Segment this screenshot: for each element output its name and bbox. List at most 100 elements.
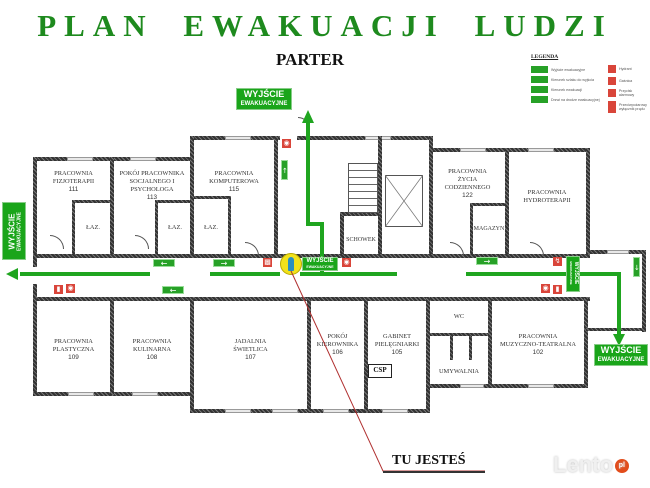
alarm-button-icon: ◉ bbox=[66, 284, 75, 293]
arrow-up-icon bbox=[302, 110, 314, 123]
evacuation-direction-icon bbox=[531, 86, 548, 93]
wall bbox=[430, 384, 588, 388]
wall bbox=[378, 136, 382, 257]
power-switch-icon bbox=[608, 101, 616, 113]
elevator-shaft bbox=[385, 175, 423, 227]
wall bbox=[505, 148, 509, 257]
pointer-underline bbox=[383, 471, 485, 473]
window bbox=[460, 148, 486, 152]
floor-label: PARTER bbox=[275, 50, 345, 69]
hydrant-icon bbox=[608, 65, 616, 73]
wall bbox=[33, 254, 590, 258]
wall bbox=[190, 297, 194, 412]
wall bbox=[584, 297, 588, 387]
wall bbox=[586, 328, 646, 331]
evacuation-route-center-left bbox=[210, 272, 280, 276]
hydrant-icon: ▩ bbox=[263, 258, 272, 267]
wall bbox=[426, 297, 430, 412]
fire-extinguisher-icon: ▮ bbox=[54, 285, 63, 294]
direction-sign-left-lower: ← bbox=[162, 286, 184, 295]
wall bbox=[110, 297, 114, 395]
arrow-left-icon bbox=[6, 268, 18, 280]
wall bbox=[642, 250, 646, 332]
wall bbox=[73, 200, 110, 203]
exit-sign-top: WYJŚCIE EWAKUACYJNE bbox=[236, 88, 292, 110]
evacuation-route-jog-down bbox=[320, 222, 324, 274]
evacuation-route-up bbox=[306, 123, 310, 225]
direction-sign-up: ↑ bbox=[281, 160, 288, 180]
window bbox=[607, 250, 629, 254]
arrow-down-icon bbox=[613, 334, 625, 346]
you-are-here-marker bbox=[280, 253, 302, 275]
window bbox=[323, 409, 349, 413]
legend-item-evac-door: Drzwi na drodze ewakuacyjnej bbox=[531, 96, 600, 103]
exit-sign-bottom-right: WYJŚCIE EWAKUACYJNE bbox=[594, 344, 648, 366]
alarm-button-icon bbox=[608, 89, 616, 97]
wall bbox=[33, 284, 37, 297]
room-bathroom-113: ŁAZ. bbox=[167, 224, 183, 231]
wall bbox=[297, 136, 429, 140]
window bbox=[68, 392, 94, 396]
window bbox=[225, 409, 251, 413]
legend-item-evac-direction: Kierunek ewakuacji bbox=[531, 86, 582, 93]
wall bbox=[274, 136, 278, 257]
csp-box: CSP bbox=[368, 364, 392, 378]
legend-item-alarm: Przycisk alarmowy bbox=[608, 89, 648, 97]
exit-sign-corridor: WYJŚCIE EWAKUACYJNE bbox=[302, 257, 338, 271]
wall bbox=[470, 203, 473, 257]
room-washroom: UMYWALNIA bbox=[438, 368, 480, 375]
legend: LEGENDA Wyjście ewakuacyjne Kierunek szl… bbox=[528, 54, 648, 122]
wall bbox=[429, 136, 433, 257]
window bbox=[460, 384, 484, 388]
wall bbox=[194, 196, 229, 199]
evacuation-route-down bbox=[617, 272, 621, 336]
wall bbox=[364, 297, 368, 412]
wall bbox=[110, 157, 114, 257]
exit-sign-icon bbox=[531, 66, 548, 73]
room-bathroom-111: ŁAZ. bbox=[85, 224, 101, 231]
window bbox=[272, 409, 298, 413]
alarm-button-icon: ◉ bbox=[342, 258, 351, 267]
room-bathroom-115: ŁAZ. bbox=[203, 224, 219, 231]
wall bbox=[450, 336, 453, 360]
window bbox=[67, 157, 93, 161]
evacuation-door-icon bbox=[531, 96, 548, 103]
page-title: PLAN EWAKUACJI LUDZI bbox=[37, 8, 613, 43]
fire-extinguisher-icon: ▮ bbox=[553, 285, 562, 294]
wall bbox=[72, 200, 75, 257]
evacuation-route-left bbox=[20, 272, 150, 276]
legend-item-power-switch: Przeciwpożarowy wyłącznik prądu bbox=[608, 101, 650, 113]
legend-item-exit: Wyjście ewakuacyjne bbox=[531, 66, 585, 73]
wall bbox=[33, 157, 37, 257]
window bbox=[382, 409, 408, 413]
direction-sign-down: ↓ bbox=[633, 257, 640, 277]
wall bbox=[488, 297, 492, 387]
wall bbox=[33, 258, 37, 267]
exit-sign-left: WYJŚCIE EWAKUACYJNE bbox=[2, 202, 26, 260]
wall bbox=[469, 336, 472, 360]
wall bbox=[307, 297, 311, 412]
exit-sign-right-small: WYJŚCIE EWAKUACYJNE bbox=[566, 256, 580, 292]
alarm-button-icon: ◉ bbox=[282, 139, 291, 148]
wall bbox=[155, 200, 158, 257]
watermark-badge: pl bbox=[614, 459, 629, 474]
legend-item-hydrant: Hydrant bbox=[608, 65, 632, 73]
legend-item-direction: Kierunek szlaku do wyjścia bbox=[531, 76, 594, 83]
wall bbox=[340, 212, 380, 216]
wall bbox=[228, 196, 231, 257]
power-switch-icon: ↯ bbox=[553, 257, 562, 266]
window bbox=[528, 384, 554, 388]
window bbox=[225, 136, 251, 140]
alarm-button-icon: ◉ bbox=[541, 284, 550, 293]
wall bbox=[340, 215, 344, 257]
legend-heading: LEGENDA bbox=[531, 54, 559, 60]
